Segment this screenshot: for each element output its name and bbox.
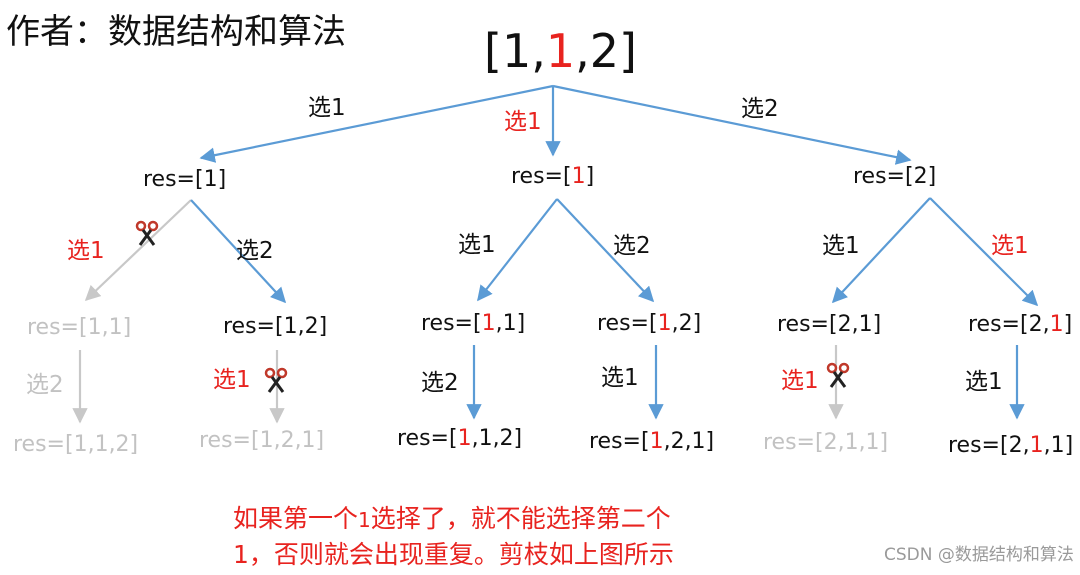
edge-label-n2: 选2 [236, 238, 274, 264]
node-res-1: res=[1] [143, 167, 226, 192]
author-label: 作者：数据结构和算法 [6, 12, 346, 52]
edge-l1-n3 [477, 198, 558, 302]
edge-label-n6: 选1 [991, 233, 1029, 259]
edge-l1-n6 [929, 197, 1039, 307]
edge-root-left [199, 84, 554, 163]
edge-l1-n5 [831, 197, 931, 304]
edge-l1-n2 [190, 199, 287, 304]
node-res-1-1: res=[1,1] [27, 315, 131, 340]
edge-label-root-mid: 选1 [504, 109, 542, 135]
edge-label-root-right: 选2 [741, 96, 779, 122]
leaf-res-2-1red-1: res=[2,1,1] [948, 433, 1073, 458]
edge-label-l5: 选1 [781, 368, 819, 394]
edge-l1-n4 [556, 198, 655, 303]
root-array: [1,1,2] [484, 24, 637, 78]
edge-label-n3: 选1 [458, 232, 496, 258]
scissors-icon [826, 362, 850, 389]
edge-label-n5: 选1 [822, 233, 860, 259]
edge-label-l4: 选1 [601, 365, 639, 391]
node-res-2-1red: res=[2,1] [968, 312, 1072, 337]
leaf-res-1-1-2: res=[1,1,2] [13, 432, 138, 457]
edge-label-l6: 选1 [965, 369, 1003, 395]
node-res-1-2: res=[1,2] [223, 314, 327, 339]
leaf-res-1red-1-2: res=[1,1,2] [397, 426, 522, 451]
edge-label-n4: 选2 [613, 233, 651, 259]
level2-edges [84, 197, 1039, 307]
note-line-1: 如果第一个1选择了，就不能选择第二个 [233, 504, 671, 533]
level1-edges [199, 84, 912, 165]
edge-label-l3: 选2 [421, 370, 459, 396]
leaf-res-1-2-1: res=[1,2,1] [199, 428, 324, 453]
edge-label-root-left: 选1 [308, 95, 346, 121]
edge-label-l1: 选2 [26, 372, 64, 398]
leaf-res-2-1-1: res=[2,1,1] [763, 430, 888, 455]
edge-label-l2: 选1 [213, 367, 251, 393]
node-res-1red-2: res=[1,2] [597, 311, 701, 336]
watermark: CSDN @数据结构和算法 [884, 545, 1074, 565]
note-line-2: 1，否则就会出现重复。剪枝如上图所示 [233, 540, 674, 569]
edge-label-n1: 选1 [67, 238, 105, 264]
node-res-1red-1: res=[1,1] [421, 311, 525, 336]
node-res-2-1: res=[2,1] [777, 312, 881, 337]
edge-l1-n1-pruned [84, 199, 192, 302]
node-res-2: res=[2] [853, 164, 936, 189]
leaf-res-1red-2-1: res=[1,2,1] [589, 429, 714, 454]
edge-root-right [552, 84, 912, 165]
node-res-1-red: res=[1] [511, 164, 594, 189]
